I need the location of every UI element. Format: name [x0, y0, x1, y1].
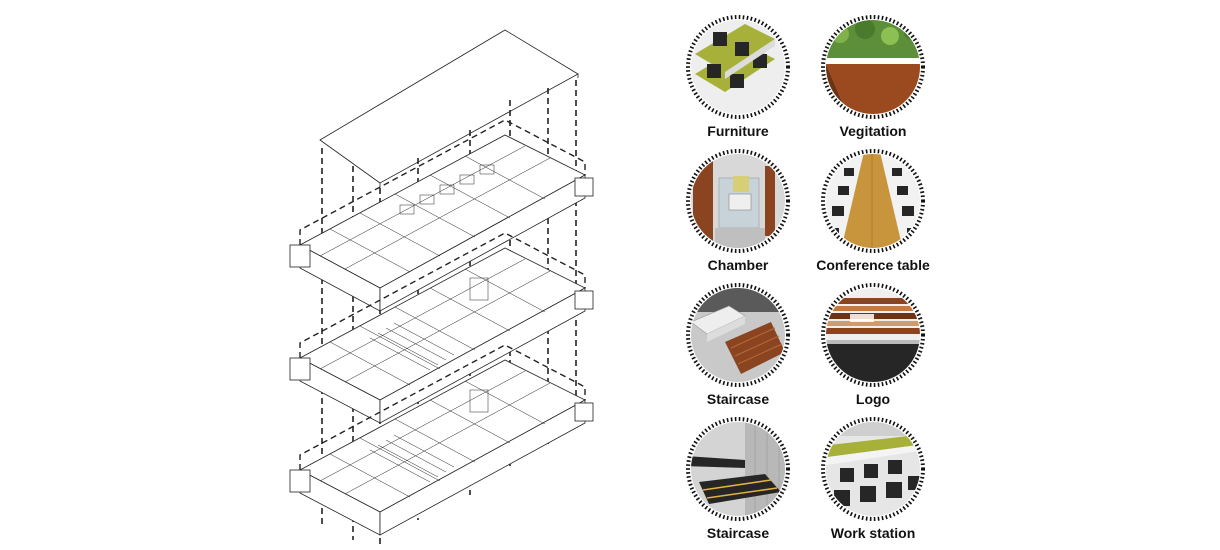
furniture-vignette — [686, 15, 790, 119]
dashed-level-outlines — [299, 119, 586, 470]
tile-vegitation: Vegitation — [803, 14, 943, 139]
work-station-vignette — [821, 417, 925, 521]
tile-label: Chamber — [707, 257, 769, 273]
tile-furniture: Furniture — [668, 14, 808, 139]
logo-vignette — [821, 283, 925, 387]
chamber-vignette — [686, 149, 790, 253]
tile-label: Logo — [855, 391, 891, 407]
roof-slab — [319, 29, 579, 187]
tile-label: Work station — [830, 525, 916, 541]
floor-level-middle — [289, 247, 594, 424]
conference-table-vignette — [821, 149, 925, 253]
tile-label: Furniture — [707, 123, 769, 139]
staircase-vignette — [686, 283, 790, 387]
tile-chamber: Chamber — [668, 148, 808, 273]
tile-label: Staircase — [706, 525, 770, 541]
vegitation-vignette — [821, 15, 925, 119]
tile-logo: Logo — [803, 282, 943, 407]
tile-label: Staircase — [706, 391, 770, 407]
tile-label: Vegitation — [839, 123, 907, 139]
tile-staircase-1: Staircase — [668, 282, 808, 407]
staircase-vignette — [686, 417, 790, 521]
tile-work-station: Work station — [803, 416, 943, 541]
tile-conference-table: Conference table — [803, 148, 943, 273]
tile-staircase-2: Staircase — [668, 416, 808, 541]
tile-label: Conference table — [816, 257, 930, 273]
